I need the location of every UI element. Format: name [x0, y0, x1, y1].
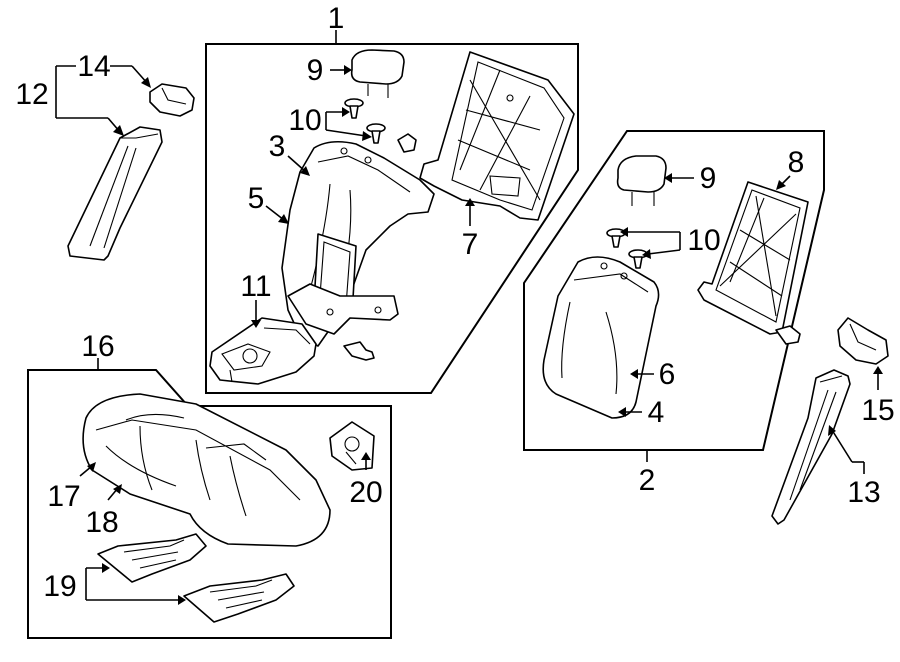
seat-back-bracket-left [287, 233, 399, 335]
callout-19: 19 [43, 570, 76, 603]
side-bolster-left [67, 126, 163, 261]
callout-18: 18 [85, 506, 118, 539]
seat-latch [329, 421, 375, 471]
bolster-clip-left [149, 83, 195, 117]
bolt-2 [775, 325, 801, 345]
group-2-frame [523, 130, 825, 451]
callout-16: 16 [81, 330, 114, 363]
push-pin-1a [344, 98, 364, 119]
callout-1: 1 [328, 2, 345, 35]
leader-lines [55, 30, 883, 605]
callout-7: 7 [462, 228, 479, 261]
callout-12: 12 [15, 78, 48, 111]
callout-10-group-1: 10 [288, 104, 321, 137]
group-1-frame [205, 43, 579, 394]
callout-4: 4 [648, 396, 665, 429]
armrest-assembly [209, 317, 317, 385]
seat-cushion [82, 393, 331, 547]
cushion-bracket-1 [97, 533, 207, 583]
headrest-2 [616, 155, 667, 206]
callout-3: 3 [269, 130, 286, 163]
callout-17: 17 [47, 480, 80, 513]
callout-20: 20 [349, 476, 382, 509]
callout-15: 15 [861, 394, 894, 427]
seat-back-frame-left [419, 51, 575, 221]
bolster-clip-right [837, 317, 889, 365]
bolt-1a [343, 341, 375, 361]
seat-back-cover-right [542, 256, 660, 419]
callout-5: 5 [248, 182, 265, 215]
callout-11: 11 [240, 270, 271, 303]
push-pin-2b [628, 249, 648, 269]
bolt-1b [397, 133, 417, 153]
callout-14: 14 [77, 50, 110, 83]
callout-9-group-1: 9 [307, 54, 324, 87]
callout-2: 2 [639, 464, 656, 497]
headrest-1 [350, 49, 405, 98]
callout-labels: 1 2 3 4 5 6 7 8 9 9 10 10 11 12 13 14 15… [15, 2, 894, 603]
callout-10-group-2: 10 [687, 224, 720, 257]
callout-8: 8 [788, 146, 805, 179]
push-pin-2a [606, 228, 626, 248]
side-bolster-right [771, 369, 851, 525]
callout-13: 13 [847, 476, 880, 509]
seat-back-frame-right [697, 181, 809, 335]
push-pin-1b [366, 123, 386, 144]
cushion-bracket-2 [183, 573, 295, 623]
group-16-frame [27, 369, 392, 639]
callout-9-group-2: 9 [700, 162, 717, 195]
callout-6: 6 [659, 358, 676, 391]
